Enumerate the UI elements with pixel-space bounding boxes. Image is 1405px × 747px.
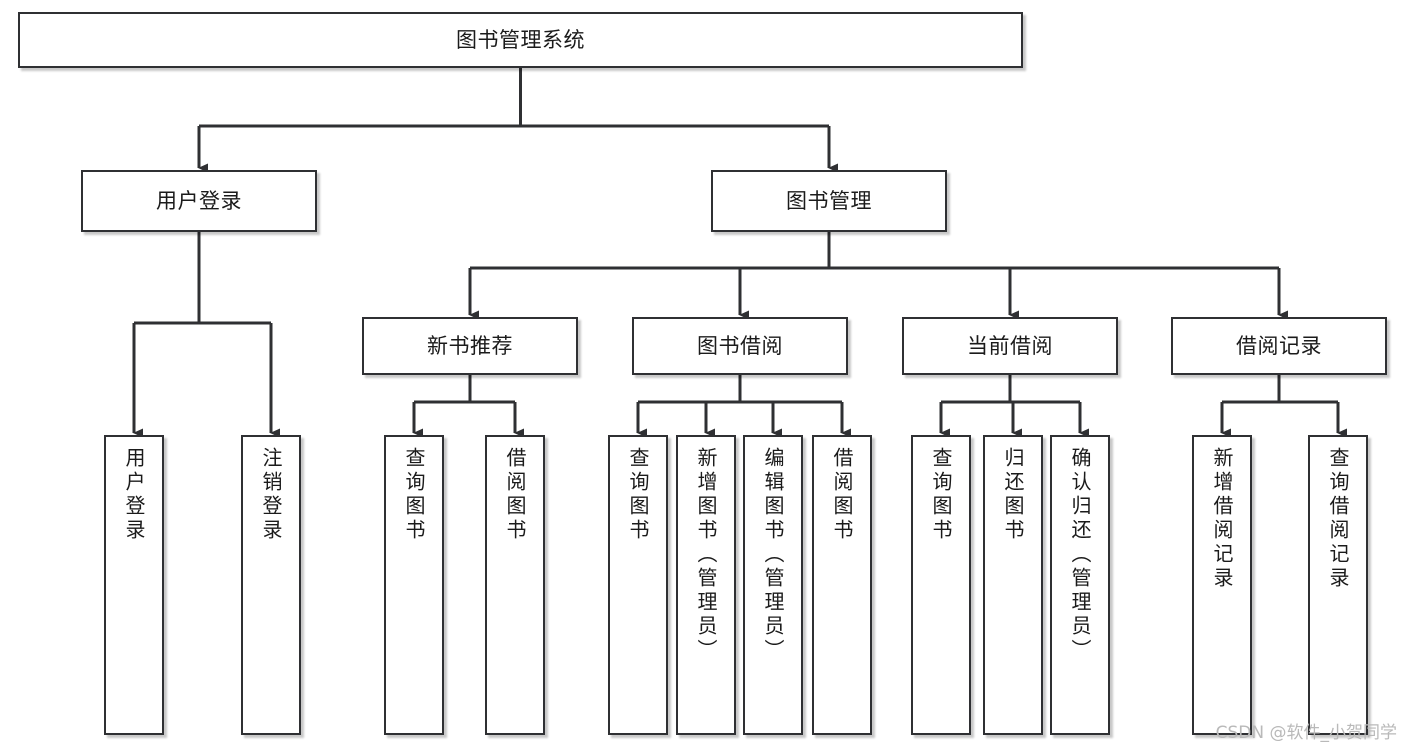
- node-leaf-borrow-book[interactable]: 借阅图书: [812, 435, 872, 735]
- node-label: 查询图书: [929, 447, 953, 543]
- node-label: 借阅图书: [830, 447, 854, 543]
- node-label: 查询借阅记录: [1326, 447, 1350, 591]
- node-leaf-user-login[interactable]: 用户登录: [104, 435, 164, 735]
- node-leaf-add-record[interactable]: 新增借阅记录: [1192, 435, 1252, 735]
- node-book-manage[interactable]: 图书管理: [711, 170, 947, 232]
- node-label: 用户登录: [122, 447, 146, 543]
- node-leaf-query-book-borrow[interactable]: 查询图书: [608, 435, 668, 735]
- node-new-book-rec[interactable]: 新书推荐: [362, 317, 578, 375]
- node-root[interactable]: 图书管理系统: [18, 12, 1023, 68]
- node-label: 注销登录: [259, 447, 283, 543]
- node-current-borrow[interactable]: 当前借阅: [902, 317, 1118, 375]
- node-label: 图书管理系统: [456, 27, 585, 52]
- node-leaf-add-book[interactable]: 新增图书（管理员）: [676, 435, 736, 735]
- watermark-text: CSDN @软件_小贺同学: [1215, 723, 1397, 743]
- node-leaf-query-book-rec[interactable]: 查询图书: [384, 435, 444, 735]
- node-label: 新增图书（管理员）: [694, 447, 718, 663]
- node-book-borrow[interactable]: 图书借阅: [632, 317, 848, 375]
- node-label: 图书借阅: [697, 333, 783, 358]
- node-label: 编辑图书（管理员）: [761, 447, 785, 663]
- node-borrow-record[interactable]: 借阅记录: [1171, 317, 1387, 375]
- node-leaf-borrow-book-rec[interactable]: 借阅图书: [485, 435, 545, 735]
- node-leaf-confirm-return[interactable]: 确认归还（管理员）: [1050, 435, 1110, 735]
- node-label: 查询图书: [402, 447, 426, 543]
- node-user-login[interactable]: 用户登录: [81, 170, 317, 232]
- node-label: 用户登录: [156, 188, 242, 213]
- node-label: 确认归还（管理员）: [1068, 447, 1092, 663]
- node-leaf-query-record[interactable]: 查询借阅记录: [1308, 435, 1368, 735]
- node-label: 新增借阅记录: [1210, 447, 1234, 591]
- node-leaf-edit-book[interactable]: 编辑图书（管理员）: [743, 435, 803, 735]
- node-leaf-return-book[interactable]: 归还图书: [983, 435, 1043, 735]
- node-label: 查询图书: [626, 447, 650, 543]
- node-leaf-query-book-cur[interactable]: 查询图书: [911, 435, 971, 735]
- node-label: 借阅图书: [503, 447, 527, 543]
- node-label: 当前借阅: [967, 333, 1053, 358]
- node-leaf-user-logout[interactable]: 注销登录: [241, 435, 301, 735]
- node-label: 归还图书: [1001, 447, 1025, 543]
- node-label: 借阅记录: [1236, 333, 1322, 358]
- node-label: 新书推荐: [427, 333, 513, 358]
- node-label: 图书管理: [786, 188, 872, 213]
